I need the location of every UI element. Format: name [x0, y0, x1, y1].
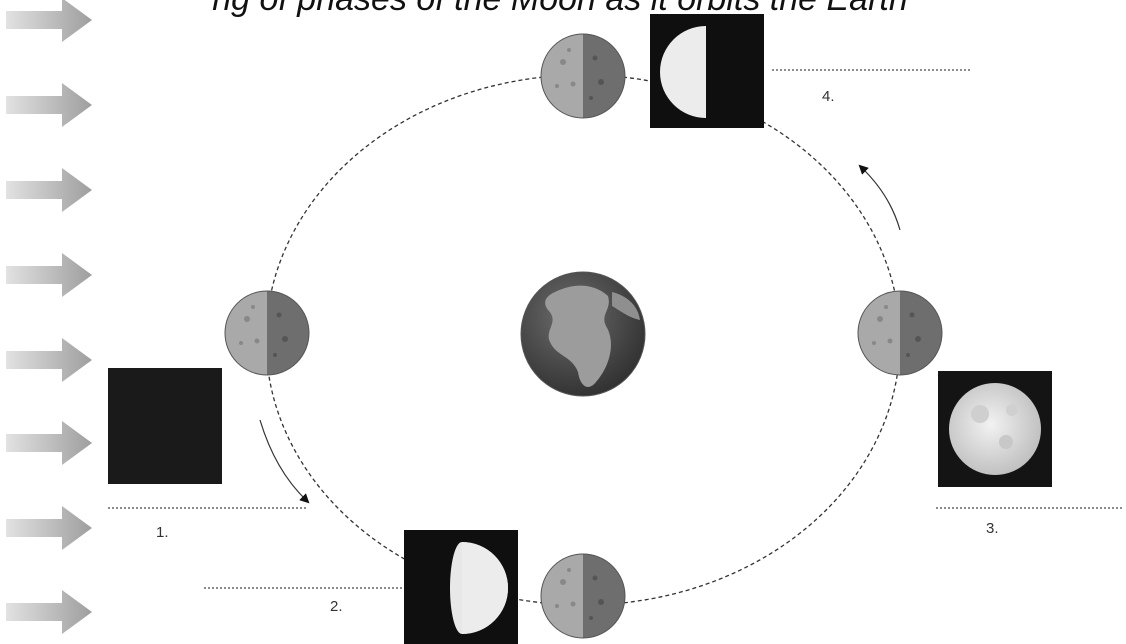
arrow-right-icon — [6, 590, 92, 634]
phase-panel-4 — [650, 14, 764, 128]
phase-panel-2 — [404, 530, 518, 644]
arrow-right-icon — [6, 506, 92, 550]
orbit-direction-arrow-lower — [260, 420, 306, 500]
arrow-right-icon — [6, 253, 92, 297]
phase-label-2: 2. — [330, 598, 343, 615]
moon-icon — [541, 34, 625, 118]
arrow-right-icon — [6, 168, 92, 212]
moon-icon — [541, 554, 625, 638]
phase-label-1: 1. — [156, 524, 169, 541]
orbit-direction-arrow-upper — [862, 168, 900, 230]
earth-icon — [521, 272, 645, 396]
sunlight-arrows — [6, 0, 92, 634]
arrow-right-icon — [6, 83, 92, 127]
moon-icon — [225, 291, 309, 375]
arrow-right-icon — [6, 0, 92, 42]
phase-panel-1 — [108, 368, 222, 484]
phase-label-3: 3. — [986, 520, 999, 537]
phase-panel-3 — [938, 371, 1052, 487]
arrow-right-icon — [6, 421, 92, 465]
arrow-right-icon — [6, 338, 92, 382]
phase-label-4: 4. — [822, 88, 835, 105]
moon-icon — [858, 291, 942, 375]
